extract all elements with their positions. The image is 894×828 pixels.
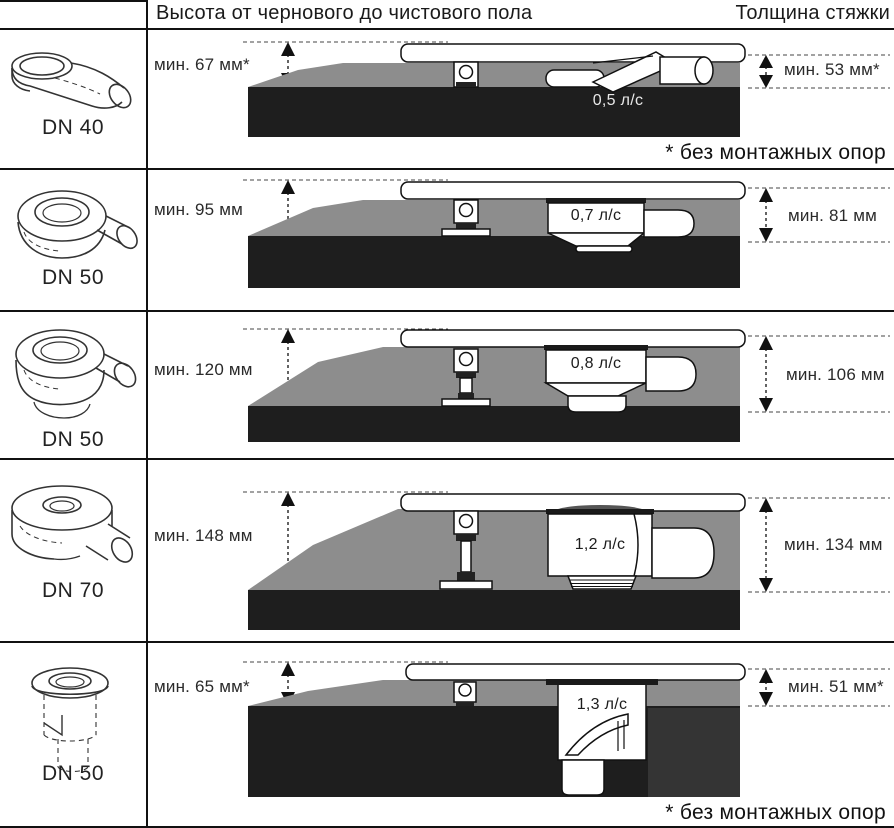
drain-body-sideview — [545, 51, 714, 93]
screed-dimension-arrow — [759, 188, 773, 242]
shower-channel-rail — [405, 663, 746, 681]
installation-diagram-cell: мин. 65 мм* 1,3 л/с мин. 51 мм* * без мо… — [148, 643, 894, 826]
min-height-label: мин. 65 мм* — [154, 677, 250, 696]
min-screed-label: мин. 81 мм — [788, 206, 878, 225]
screed-dimension-arrow — [759, 336, 773, 412]
flow-rate-label: 1,3 л/с — [576, 696, 628, 713]
table-header: Высота от чернового до чистового пола То… — [0, 0, 894, 30]
screed-dimension-arrow — [759, 669, 773, 706]
table-row-dn50-low: DN 50 — [0, 170, 894, 312]
slab-cutout-shading — [648, 708, 740, 797]
table-row-dn50-mid: DN 50 — [0, 312, 894, 460]
witness-line — [748, 497, 890, 593]
witness-line — [748, 668, 890, 707]
floor-slab — [248, 87, 740, 137]
witness-line — [748, 335, 890, 413]
cross-section-diagram — [243, 328, 890, 442]
min-height-label: мин. 95 мм — [154, 200, 244, 219]
table-row-dn50-vertical: DN 50 — [0, 643, 894, 826]
mounting-support — [453, 61, 479, 88]
drain-body-vertical — [546, 679, 658, 796]
installation-diagram-cell: мин. 95 мм 0,7 л/с мин. 81 мм — [148, 170, 894, 310]
shower-channel-rail — [400, 329, 746, 348]
column-title-screed: Толщина стяжки — [735, 2, 890, 24]
min-height-label: мин. 120 мм — [154, 360, 253, 379]
drain-trap-illustration-dn50-vertical — [31, 667, 109, 773]
column-title-height: Высота от чернового до чистового пола — [156, 2, 533, 24]
shower-channel-rail — [400, 181, 746, 200]
witness-line — [748, 54, 890, 89]
drain-trap-illustration-dn50 — [17, 190, 138, 259]
screed-layer — [248, 680, 740, 706]
drain-trap-illustration-dn50-tall — [15, 329, 137, 419]
installation-diagram-cell: мин. 120 мм 0,8 л/с мин. 106 мм — [148, 312, 894, 458]
mounting-support — [441, 348, 491, 407]
floor-slab — [248, 406, 740, 442]
floor-slab — [248, 236, 740, 288]
cross-section-diagram — [243, 661, 890, 797]
min-screed-label: мин. 134 мм — [784, 535, 883, 554]
drain-body-sideview — [546, 505, 715, 590]
flow-rate-label: 1,2 л/с — [574, 536, 626, 553]
cross-section-diagram — [243, 41, 890, 137]
dn-size-label: DN 50 — [41, 762, 105, 785]
flow-rate-label: 0,7 л/с — [570, 207, 622, 224]
drain-trap-illustration-dn40 — [11, 52, 132, 109]
mounting-support — [453, 681, 477, 706]
header-empty-cell — [0, 0, 148, 28]
screed-dimension-arrow — [759, 55, 773, 88]
product-cell: DN 50 — [0, 312, 148, 458]
installation-diagram-cell: мин. 67 мм* 0,5 л/с мин. 53 мм* * без мо… — [148, 30, 894, 168]
min-screed-label: мин. 53 мм* — [784, 60, 880, 79]
dn-size-label: DN 50 — [41, 428, 105, 451]
min-screed-label: мин. 106 мм — [786, 365, 885, 384]
footnote-no-supports: * без монтажных опор — [665, 141, 886, 164]
installation-diagram-cell: мин. 148 мм 1,2 л/с мин. 134 мм — [148, 460, 894, 641]
flow-rate-label: 0,8 л/с — [570, 355, 622, 372]
drain-body-sideview — [546, 198, 695, 253]
cross-section-diagram — [243, 491, 890, 630]
dn-size-label: DN 50 — [41, 266, 105, 289]
mounting-support — [441, 199, 491, 237]
table-row-dn70: DN 70 — [0, 460, 894, 643]
product-cell: DN 50 — [0, 643, 148, 826]
table-row-dn40: DN 40 — [0, 30, 894, 170]
product-cell: DN 70 — [0, 460, 148, 641]
min-height-label: мин. 148 мм — [154, 526, 253, 545]
product-cell: DN 50 — [0, 170, 148, 310]
min-height-label: мин. 67 мм* — [154, 55, 250, 74]
floor-slab — [248, 590, 740, 630]
mounting-support — [439, 510, 493, 590]
screed-dimension-arrow — [759, 498, 773, 592]
dn-size-label: DN 70 — [41, 579, 105, 602]
cross-section-diagram — [243, 179, 890, 288]
flow-rate-label: 0,5 л/с — [592, 92, 644, 109]
footnote-no-supports: * без монтажных опор — [665, 801, 886, 824]
product-cell: DN 40 — [0, 30, 148, 168]
witness-line — [748, 187, 890, 243]
drain-trap-illustration-dn70 — [11, 485, 134, 563]
dn-size-label: DN 40 — [41, 116, 105, 139]
min-screed-label: мин. 51 мм* — [788, 677, 884, 696]
drain-body-sideview — [543, 345, 697, 413]
